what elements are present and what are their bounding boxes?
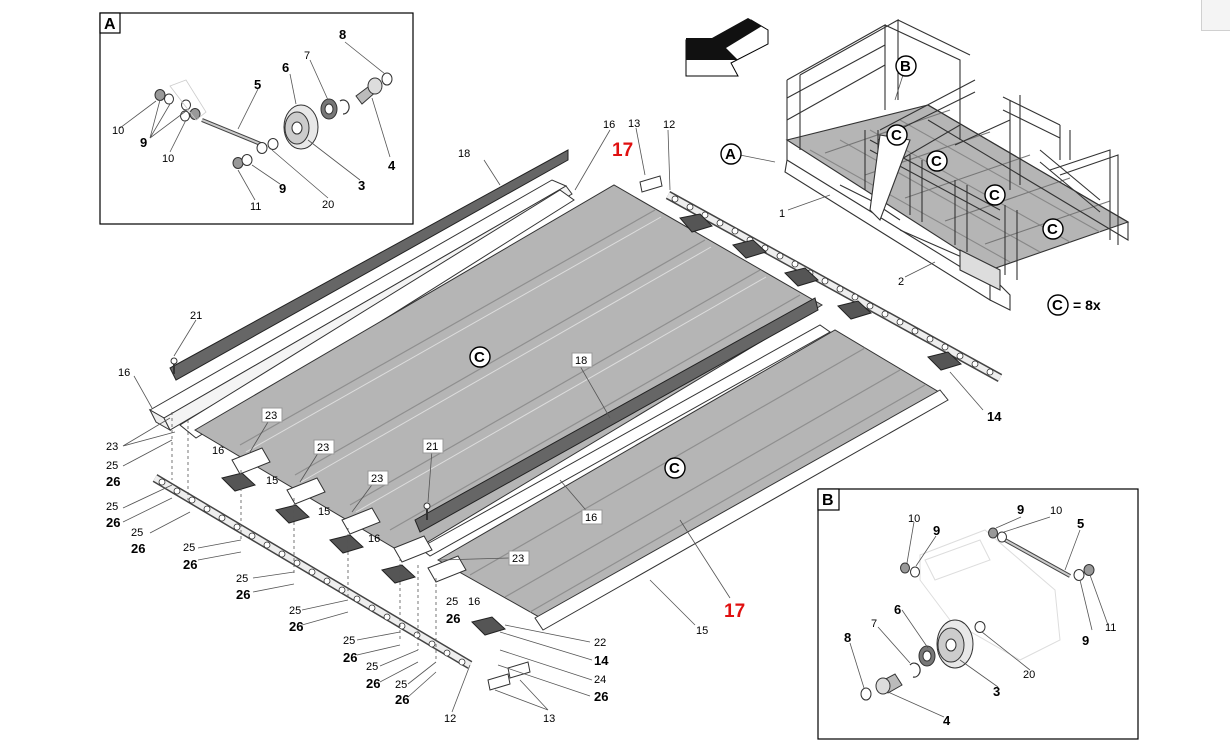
label-15: 15 <box>266 475 278 487</box>
label-26: 26 <box>106 515 120 530</box>
label-7: 7 <box>304 50 310 62</box>
label-25: 25 <box>343 635 355 647</box>
label-9: 9 <box>1017 502 1024 517</box>
label-14: 14 <box>987 409 1002 424</box>
label-13: 13 <box>628 118 640 130</box>
label-21: 21 <box>190 310 202 322</box>
callout-c: C <box>931 153 942 170</box>
label-6: 6 <box>282 60 289 75</box>
label-26: 26 <box>236 587 250 602</box>
label-11: 11 <box>1105 622 1116 634</box>
label-11: 11 <box>250 201 261 213</box>
label-26: 26 <box>594 689 608 704</box>
label-7: 7 <box>871 618 877 630</box>
callout-c: C <box>474 349 485 366</box>
label-25: 25 <box>366 661 378 673</box>
label-9: 9 <box>1082 633 1089 648</box>
callout-c: C <box>669 460 680 477</box>
label-2: 2 <box>898 276 904 288</box>
label-23: 23 <box>106 441 118 453</box>
label-9: 9 <box>279 181 286 196</box>
label-26: 26 <box>446 611 460 626</box>
window-corner-tab[interactable] <box>1201 0 1230 31</box>
panel-a-letter: A <box>104 16 116 33</box>
label-16: 16 <box>585 512 597 524</box>
label-4: 4 <box>388 158 396 173</box>
label-8: 8 <box>339 27 346 42</box>
label-6: 6 <box>894 602 901 617</box>
label-20: 20 <box>322 199 334 211</box>
label-25: 25 <box>446 596 458 608</box>
label-10: 10 <box>1050 505 1062 517</box>
callout-c: C <box>1047 221 1058 238</box>
label-12: 12 <box>444 713 456 725</box>
label-21: 21 <box>426 441 438 453</box>
detail-panel-b: B <box>817 488 1139 740</box>
label-24: 24 <box>594 674 606 686</box>
frame-callouts: A B C C C C 1 2 C = 8x <box>720 55 1101 316</box>
callout-b: B <box>900 58 911 75</box>
label-26: 26 <box>131 541 145 556</box>
label-25: 25 <box>183 542 195 554</box>
label-3: 3 <box>358 178 365 193</box>
label-8: 8 <box>844 630 851 645</box>
label-5: 5 <box>254 77 261 92</box>
label-16: 16 <box>368 533 380 545</box>
label-16: 16 <box>212 445 224 457</box>
callout-a: A <box>725 146 736 163</box>
label-23: 23 <box>317 442 329 454</box>
main-leaders <box>122 127 984 713</box>
label-26: 26 <box>343 650 357 665</box>
detail-panel-a: A <box>99 12 414 225</box>
main-exploded-view <box>148 149 1003 691</box>
label-14: 14 <box>594 653 609 668</box>
label-22: 22 <box>594 637 606 649</box>
main-labels: 18 16 17 13 12 21 16 23 25 26 25 26 25 2… <box>106 118 1002 725</box>
label-10: 10 <box>162 153 174 165</box>
callout-c: C <box>989 187 1000 204</box>
label-25: 25 <box>395 679 407 691</box>
label-18: 18 <box>575 355 587 367</box>
callout-c-legend: C <box>1052 297 1063 314</box>
label-4: 4 <box>943 713 951 728</box>
label-26: 26 <box>183 557 197 572</box>
label-26: 26 <box>106 474 120 489</box>
label-10: 10 <box>112 125 124 137</box>
machine-frame <box>784 19 1130 311</box>
label-1: 1 <box>779 208 785 220</box>
label-9: 9 <box>140 135 147 150</box>
label-16: 16 <box>118 367 130 379</box>
label-23: 23 <box>371 473 383 485</box>
label-25: 25 <box>236 573 248 585</box>
label-26: 26 <box>366 676 380 691</box>
label-23: 23 <box>512 553 524 565</box>
label-16: 16 <box>468 596 480 608</box>
label-23: 23 <box>265 410 277 422</box>
label-25: 25 <box>289 605 301 617</box>
label-15: 15 <box>696 625 708 637</box>
label-17: 17 <box>724 601 745 622</box>
label-25: 25 <box>131 527 143 539</box>
label-25: 25 <box>106 460 118 472</box>
label-12: 12 <box>663 119 675 131</box>
label-3: 3 <box>993 684 1000 699</box>
label-17: 17 <box>612 140 633 161</box>
panel-b-letter: B <box>822 492 834 509</box>
label-5: 5 <box>1077 516 1084 531</box>
label-20: 20 <box>1023 669 1035 681</box>
label-13: 13 <box>543 713 555 725</box>
label-26: 26 <box>289 619 303 634</box>
label-18: 18 <box>458 148 470 160</box>
label-15: 15 <box>318 506 330 518</box>
label-10: 10 <box>908 513 920 525</box>
callout-c: C <box>891 127 902 144</box>
label-16: 16 <box>603 119 615 131</box>
label-26: 26 <box>395 692 409 707</box>
arrow-left-icon <box>685 18 769 77</box>
label-9: 9 <box>933 523 940 538</box>
callout-c-quantity: = 8x <box>1073 297 1101 313</box>
label-25: 25 <box>106 501 118 513</box>
